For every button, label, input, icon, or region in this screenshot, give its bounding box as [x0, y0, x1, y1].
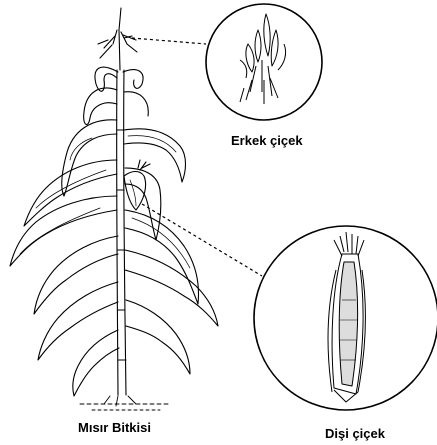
female-flower-detail	[254, 226, 437, 410]
male-flower-detail	[206, 4, 322, 120]
female-flower-label: Dişi çiçek	[325, 426, 385, 441]
plant-label: Mısır Bitkisi	[78, 420, 151, 435]
male-flower-label: Erkek çiçek	[231, 133, 303, 148]
